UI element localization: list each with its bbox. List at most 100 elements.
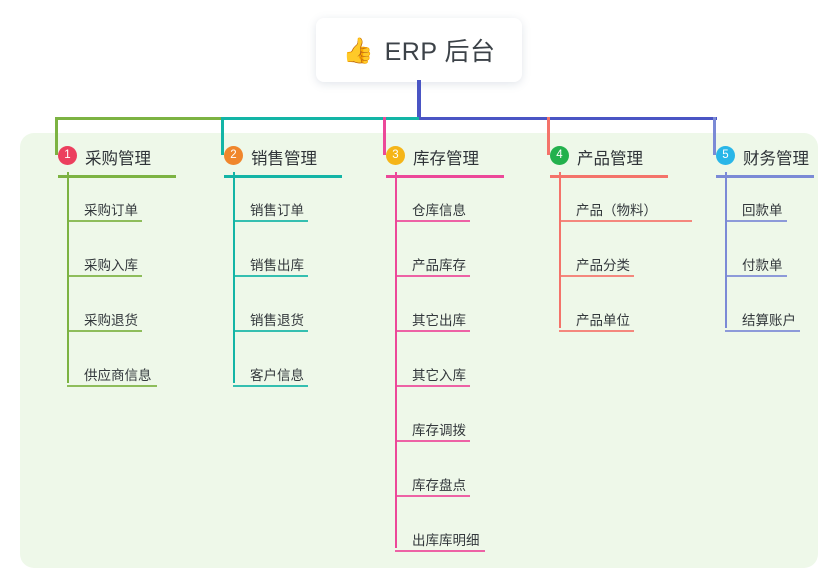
column-spine-3: [395, 172, 397, 548]
thumbs-up-icon: 👍: [342, 35, 374, 65]
menu-item-label: 产品单位: [576, 313, 630, 328]
menu-item-rule: [395, 440, 470, 442]
column-rule-4: [550, 175, 668, 178]
menu-item-label: 销售出库: [250, 258, 304, 273]
column-items-3: 仓库信息产品库存其它出库其它入库库存调拨库存盘点出库库明细: [362, 172, 512, 561]
column-产品管理: 4 产品管理产品（物料）产品分类产品单位: [526, 142, 692, 341]
menu-item[interactable]: 结算账户: [692, 286, 822, 341]
bus-segment-1: [56, 117, 222, 120]
menu-item-label: 库存调拨: [412, 423, 466, 438]
menu-item[interactable]: 产品库存: [362, 231, 512, 286]
column-rule-3: [386, 175, 504, 178]
root-trunk-line: [417, 80, 421, 120]
drop-line-col-3: [383, 117, 386, 155]
column-header-4[interactable]: 4 产品管理: [526, 142, 676, 172]
menu-item-label: 库存盘点: [412, 478, 466, 493]
menu-item-rule: [395, 495, 470, 497]
menu-item-label: 回款单: [742, 203, 783, 218]
column-销售管理: 2 销售管理销售订单销售出库销售退货客户信息: [200, 142, 350, 396]
drop-line-col-4: [547, 117, 550, 155]
menu-item-label: 付款单: [742, 258, 783, 273]
menu-item-rule: [67, 275, 142, 277]
menu-item[interactable]: 销售订单: [200, 176, 350, 231]
bus-segment-2: [222, 117, 419, 120]
root-node-erp-backend[interactable]: 👍 ERP 后台: [316, 18, 522, 82]
column-header-5[interactable]: 5 财务管理: [692, 142, 822, 172]
drop-line-col-1: [55, 117, 58, 155]
column-items-4: 产品（物料）产品分类产品单位: [526, 172, 692, 341]
menu-item[interactable]: 付款单: [692, 231, 822, 286]
menu-item-label: 结算账户: [742, 313, 796, 328]
menu-item[interactable]: 库存盘点: [362, 451, 512, 506]
column-title-4: 产品管理: [577, 150, 643, 168]
menu-item-label: 销售退货: [250, 313, 304, 328]
drop-line-col-2: [221, 117, 224, 155]
column-rule-5: [716, 175, 814, 178]
menu-item[interactable]: 采购订单: [34, 176, 184, 231]
root-node-content: 👍 ERP 后台: [342, 32, 495, 68]
menu-item-rule: [395, 330, 470, 332]
menu-item[interactable]: 产品单位: [526, 286, 676, 341]
column-rule-2: [224, 175, 342, 178]
column-title-1: 采购管理: [85, 150, 151, 168]
column-items-1: 采购订单采购入库采购退货供应商信息: [34, 172, 184, 396]
column-财务管理: 5 财务管理回款单付款单结算账户: [692, 142, 822, 341]
menu-item-label: 客户信息: [250, 368, 304, 383]
menu-item[interactable]: 回款单: [692, 176, 822, 231]
menu-item[interactable]: 库存调拨: [362, 396, 512, 451]
menu-item[interactable]: 销售出库: [200, 231, 350, 286]
menu-item-rule: [67, 220, 142, 222]
menu-item-rule: [395, 220, 470, 222]
column-badge-1: 1: [58, 146, 77, 165]
menu-item-rule: [725, 220, 787, 222]
menu-item-label: 仓库信息: [412, 203, 466, 218]
bus-segment-3: [419, 117, 717, 120]
menu-item-rule: [559, 220, 692, 222]
menu-item-rule: [725, 330, 800, 332]
menu-item-label: 采购退货: [84, 313, 138, 328]
menu-item-rule: [67, 385, 157, 387]
column-title-5: 财务管理: [743, 150, 809, 168]
menu-item-rule: [559, 275, 634, 277]
menu-item-rule: [233, 275, 308, 277]
menu-item-label: 出库库明细: [412, 533, 480, 548]
menu-item[interactable]: 出库库明细: [362, 506, 512, 561]
column-badge-5: 5: [716, 146, 735, 165]
menu-item[interactable]: 供应商信息: [34, 341, 184, 396]
menu-item-rule: [67, 330, 142, 332]
menu-item[interactable]: 销售退货: [200, 286, 350, 341]
menu-item-label: 其它出库: [412, 313, 466, 328]
menu-item-label: 产品库存: [412, 258, 466, 273]
menu-item-rule: [233, 385, 308, 387]
drop-line-col-5: [713, 117, 716, 155]
column-header-2[interactable]: 2 销售管理: [200, 142, 350, 172]
menu-item-rule: [395, 550, 485, 552]
menu-item[interactable]: 客户信息: [200, 341, 350, 396]
column-采购管理: 1 采购管理采购订单采购入库采购退货供应商信息: [34, 142, 184, 396]
column-title-2: 销售管理: [251, 150, 317, 168]
column-spine-5: [725, 172, 727, 328]
menu-item-label: 其它入库: [412, 368, 466, 383]
menu-item-label: 销售订单: [250, 203, 304, 218]
menu-item[interactable]: 其它入库: [362, 341, 512, 396]
menu-item[interactable]: 产品分类: [526, 231, 676, 286]
column-badge-2: 2: [224, 146, 243, 165]
menu-item[interactable]: 其它出库: [362, 286, 512, 341]
menu-item-rule: [725, 275, 787, 277]
menu-item-label: 采购入库: [84, 258, 138, 273]
menu-item[interactable]: 采购退货: [34, 286, 184, 341]
column-header-3[interactable]: 3 库存管理: [362, 142, 512, 172]
column-rule-1: [58, 175, 176, 178]
column-title-3: 库存管理: [413, 150, 479, 168]
menu-item[interactable]: 采购入库: [34, 231, 184, 286]
menu-item[interactable]: 仓库信息: [362, 176, 512, 231]
menu-item[interactable]: 产品（物料）: [526, 176, 692, 231]
menu-item-rule: [233, 330, 308, 332]
column-header-1[interactable]: 1 采购管理: [34, 142, 184, 172]
menu-item-label: 供应商信息: [84, 368, 152, 383]
column-badge-3: 3: [386, 146, 405, 165]
column-items-2: 销售订单销售出库销售退货客户信息: [200, 172, 350, 396]
column-badge-4: 4: [550, 146, 569, 165]
menu-item-rule: [233, 220, 308, 222]
menu-item-label: 采购订单: [84, 203, 138, 218]
